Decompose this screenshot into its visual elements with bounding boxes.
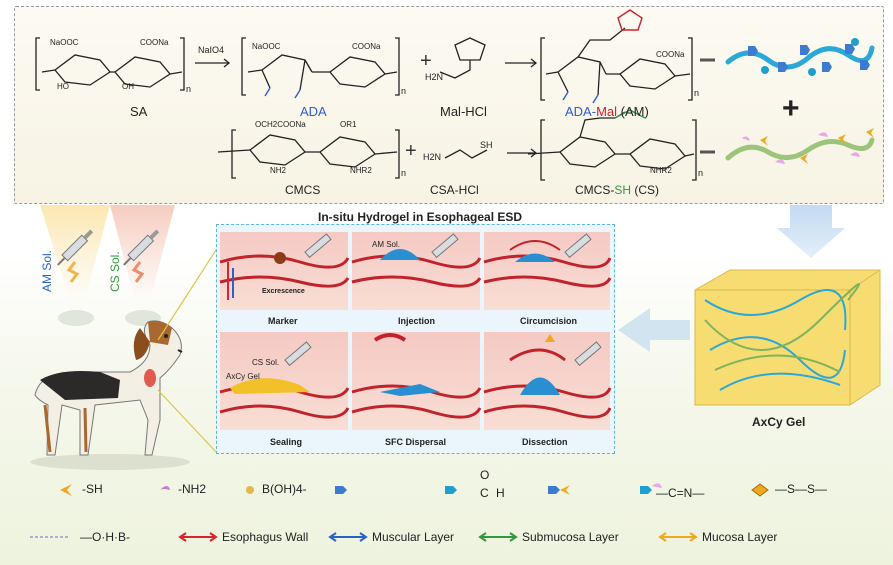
step-marker-label: Marker — [268, 316, 298, 326]
sa-ho-label: HO — [57, 82, 69, 91]
ada-naooc-label: NaOOC — [252, 42, 281, 51]
mal-h2n-label: H2N — [425, 72, 444, 82]
ada-coona-label: COONa — [352, 42, 381, 51]
am-label-mal: Mal — [596, 104, 618, 119]
cmcs-nhr2-label: NHR2 — [350, 166, 372, 175]
legend-sh-label: -SH — [82, 482, 103, 496]
ada-label: ADA — [300, 104, 327, 119]
injection-am-sol-label: AM Sol. — [372, 240, 401, 249]
csa-hcl-label: CSA-HCl — [430, 183, 479, 197]
sa-oh-label: OH — [122, 82, 134, 91]
cmcs-label: CMCS — [285, 183, 321, 197]
axcy-gel-label: AxCy Gel — [752, 415, 806, 429]
plus-sign-row2: + — [405, 140, 417, 162]
am-label-suffix: (AM) — [617, 104, 649, 119]
legend-o-h-b-label: —O·H·B- — [80, 530, 130, 544]
procedure-title: In-situ Hydrogel in Esophageal ESD — [318, 210, 523, 224]
legend-disulfide-label: —S—S— — [775, 482, 828, 496]
legend-aldehyde-h-label: H — [496, 486, 505, 500]
sealing-cs-sol-label: CS Sol. — [252, 358, 280, 367]
am-n-label: n — [694, 88, 700, 98]
cs-n-label: n — [698, 168, 704, 178]
step-dissection-label: Dissection — [522, 437, 568, 447]
step-injection-label: Injection — [398, 316, 436, 326]
sa-naooc-label: NaOOC — [50, 38, 79, 47]
ada-n-label: n — [401, 86, 407, 96]
legend-aldehyde-c-label: C — [480, 486, 489, 500]
step-sealing-label: Sealing — [270, 437, 303, 447]
plus-sign-row1: + — [420, 50, 432, 72]
csa-sh-label: SH — [480, 140, 493, 150]
legend-esophagus-wall-label: Esophagus Wall — [222, 530, 309, 544]
cmcs-nh2-label: NH2 — [270, 166, 287, 175]
sealing-gel-label: AxCy Gel — [226, 372, 260, 381]
csa-h2n-label: H2N — [423, 152, 442, 162]
mal-hcl-label: Mal-HCl — [440, 104, 487, 119]
am-coona-label: COONa — [656, 50, 685, 59]
cmcs-or1-label: OR1 — [340, 120, 357, 129]
sa-label: SA — [130, 104, 148, 119]
legend-aldehyde-o-label: O — [480, 468, 490, 482]
legend-muscular-layer-label: Muscular Layer — [372, 530, 455, 544]
naio4-label: NaIO4 — [198, 45, 225, 55]
big-plus-sign: + — [782, 92, 800, 125]
legend-mucosa-layer-label: Mucosa Layer — [702, 530, 778, 544]
legend-imine-label: —C=N— — [656, 486, 705, 500]
step-sfc-dispersal-label: SFC Dispersal — [385, 437, 447, 447]
am-label-ada: ADA- — [565, 104, 597, 119]
sa-n-label: n — [186, 84, 192, 94]
cs-label: CMCS-SH (CS) — [575, 183, 659, 197]
sa-coona-label: COONa — [140, 38, 169, 47]
legend-nh2-label: -NH2 — [178, 482, 207, 496]
am-label: ADA-Mal (AM) — [565, 104, 649, 119]
cs-label-cmcs: CMCS- — [575, 183, 615, 197]
cs-nhr2-label: NHR2 — [650, 166, 672, 175]
cmcs-n-label: n — [401, 168, 407, 178]
excrescence-label: Excrescence — [262, 288, 305, 295]
synthesis-scheme-box — [14, 6, 884, 204]
legend-boh4-label: B(OH)4- — [262, 482, 307, 496]
legend-submucosa-layer-label: Submucosa Layer — [522, 530, 619, 544]
cs-label-suffix: (CS) — [631, 183, 659, 197]
step-circumcision-label: Circumcision — [520, 316, 578, 326]
cs-label-sh: SH — [614, 183, 631, 197]
cmcs-och2coona-label: OCH2COONa — [255, 120, 306, 129]
